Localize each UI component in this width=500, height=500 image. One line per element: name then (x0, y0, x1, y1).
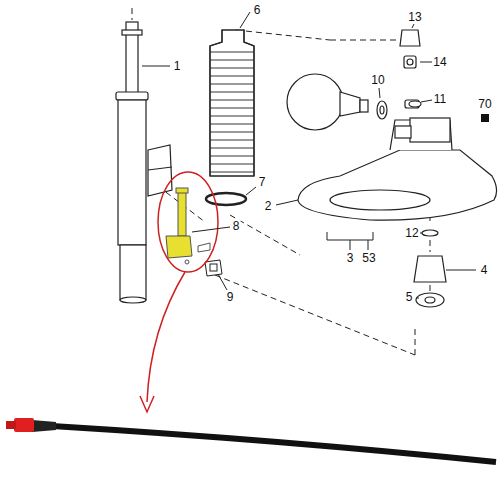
callout-number: 10 (370, 73, 385, 87)
callout-number: 3 (346, 251, 355, 265)
callout-number: 8 (232, 219, 241, 233)
spring-seat-ring (206, 193, 246, 205)
callout-number: 11 (433, 92, 447, 106)
pointer-arrow (147, 272, 185, 402)
dust-boot (210, 30, 254, 176)
callout-number: 4 (480, 263, 489, 277)
kit-marker (481, 114, 489, 122)
callout-number: 2 (264, 199, 273, 213)
callout-number: 53 (361, 251, 376, 265)
level-sensor-bracket (166, 188, 210, 264)
callout-number: 7 (258, 175, 267, 189)
shock-absorber (116, 22, 172, 303)
callout-number: 9 (226, 290, 235, 304)
small-parts (400, 30, 446, 307)
clip (205, 260, 222, 276)
callout-number: 12 (404, 226, 419, 240)
callout-number: 1 (173, 59, 182, 73)
callout-number: 14 (432, 55, 447, 69)
callout-number: 70 (477, 97, 492, 111)
callout-number: 5 (405, 290, 414, 304)
callout-number: 13 (407, 10, 422, 24)
highlight-circle (158, 172, 218, 272)
group-bracket (327, 232, 373, 250)
leader-lines (142, 12, 476, 298)
top-mount (298, 100, 497, 220)
sensor-hose (6, 418, 496, 462)
callout-number: 6 (253, 3, 262, 17)
suspension-sphere (287, 74, 387, 130)
